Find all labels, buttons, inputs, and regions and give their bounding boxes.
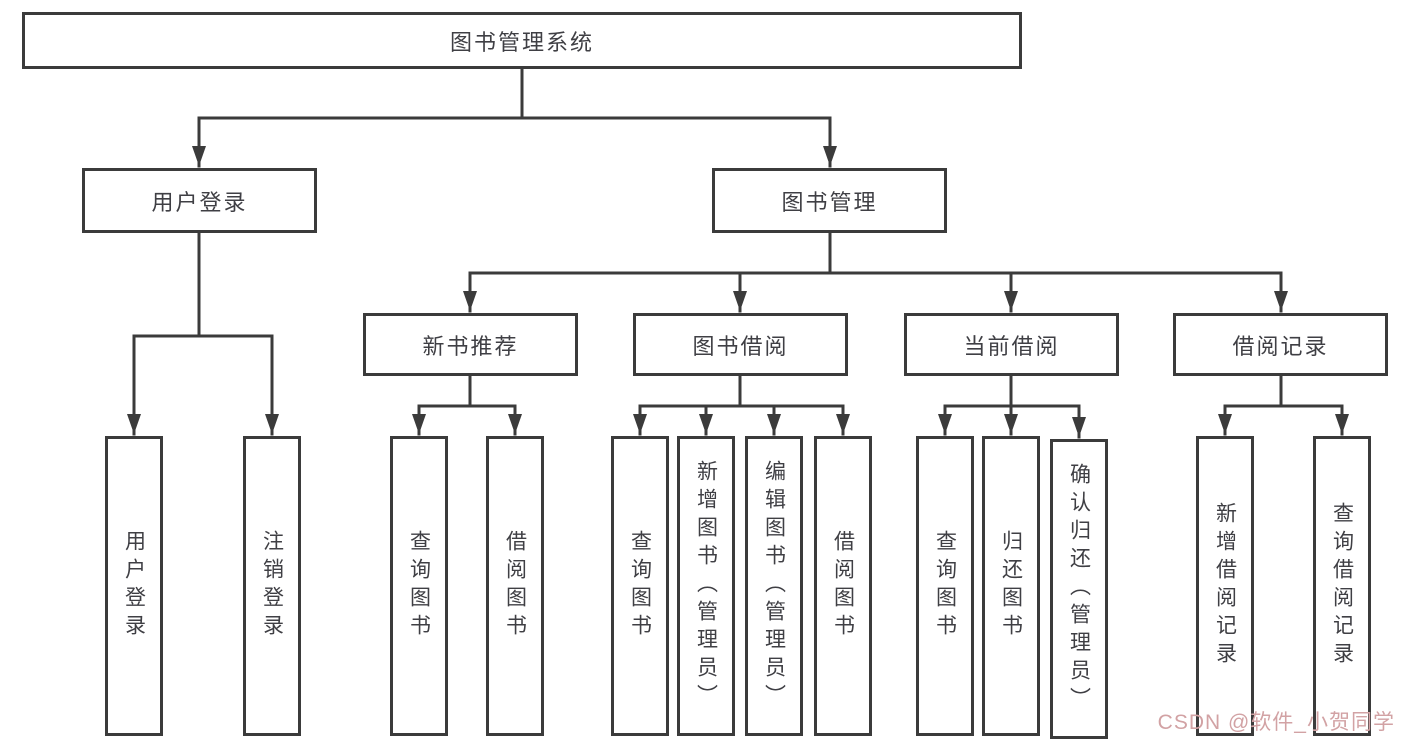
node-label: 图书管理系统 <box>449 29 594 55</box>
node-branch-user-login: 用户登录 <box>82 168 317 233</box>
node-leaf-edit-book-admin: 编辑图书（管理员） <box>745 436 803 736</box>
node-leaf-logout: 注销登录 <box>243 436 301 736</box>
node-label: 归还图书 <box>999 530 1023 642</box>
node-label: 用户登录 <box>122 530 146 642</box>
node-label: 注销登录 <box>260 530 284 642</box>
node-label: 查询借阅记录 <box>1330 502 1354 670</box>
node-branch-book-management: 图书管理 <box>712 168 947 233</box>
node-leaf-query-books-recommendation: 查询图书 <box>390 436 448 736</box>
node-leaf-add-borrow-record: 新增借阅记录 <box>1196 436 1254 736</box>
node-label: 新增图书（管理员） <box>694 460 718 712</box>
node-leaf-query-borrow-record: 查询借阅记录 <box>1313 436 1371 736</box>
node-label: 查询图书 <box>628 530 652 642</box>
node-leaf-borrow-books-recommendation: 借阅图书 <box>486 436 544 736</box>
node-label: 借阅图书 <box>831 530 855 642</box>
node-label: 新书推荐 <box>422 333 519 359</box>
node-leaf-query-books-borrow: 查询图书 <box>611 436 669 736</box>
node-label: 查询图书 <box>407 530 431 642</box>
node-label: 借阅记录 <box>1232 333 1329 359</box>
node-leaf-user-login: 用户登录 <box>105 436 163 736</box>
node-label: 查询图书 <box>933 530 957 642</box>
node-label: 确认归还（管理员） <box>1067 463 1091 715</box>
node-label: 编辑图书（管理员） <box>762 460 786 712</box>
node-root: 图书管理系统 <box>22 12 1022 69</box>
node-leaf-query-books-current: 查询图书 <box>916 436 974 736</box>
node-group-new-book-recommendation: 新书推荐 <box>363 313 578 376</box>
node-label: 图书借阅 <box>692 333 789 359</box>
node-leaf-borrow-books-borrow: 借阅图书 <box>814 436 872 736</box>
node-label: 借阅图书 <box>503 530 527 642</box>
node-label: 当前借阅 <box>963 333 1060 359</box>
node-group-current-borrow: 当前借阅 <box>904 313 1119 376</box>
node-label: 新增借阅记录 <box>1213 502 1237 670</box>
node-group-book-borrow: 图书借阅 <box>633 313 848 376</box>
node-label: 用户登录 <box>151 189 248 215</box>
node-leaf-return-books: 归还图书 <box>982 436 1040 736</box>
node-leaf-confirm-return-admin: 确认归还（管理员） <box>1050 439 1108 739</box>
node-leaf-add-book-admin: 新增图书（管理员） <box>677 436 735 736</box>
node-label: 图书管理 <box>781 189 878 215</box>
watermark: CSDN @软件_小贺同学 <box>1157 711 1395 734</box>
node-group-borrow-records: 借阅记录 <box>1173 313 1388 376</box>
